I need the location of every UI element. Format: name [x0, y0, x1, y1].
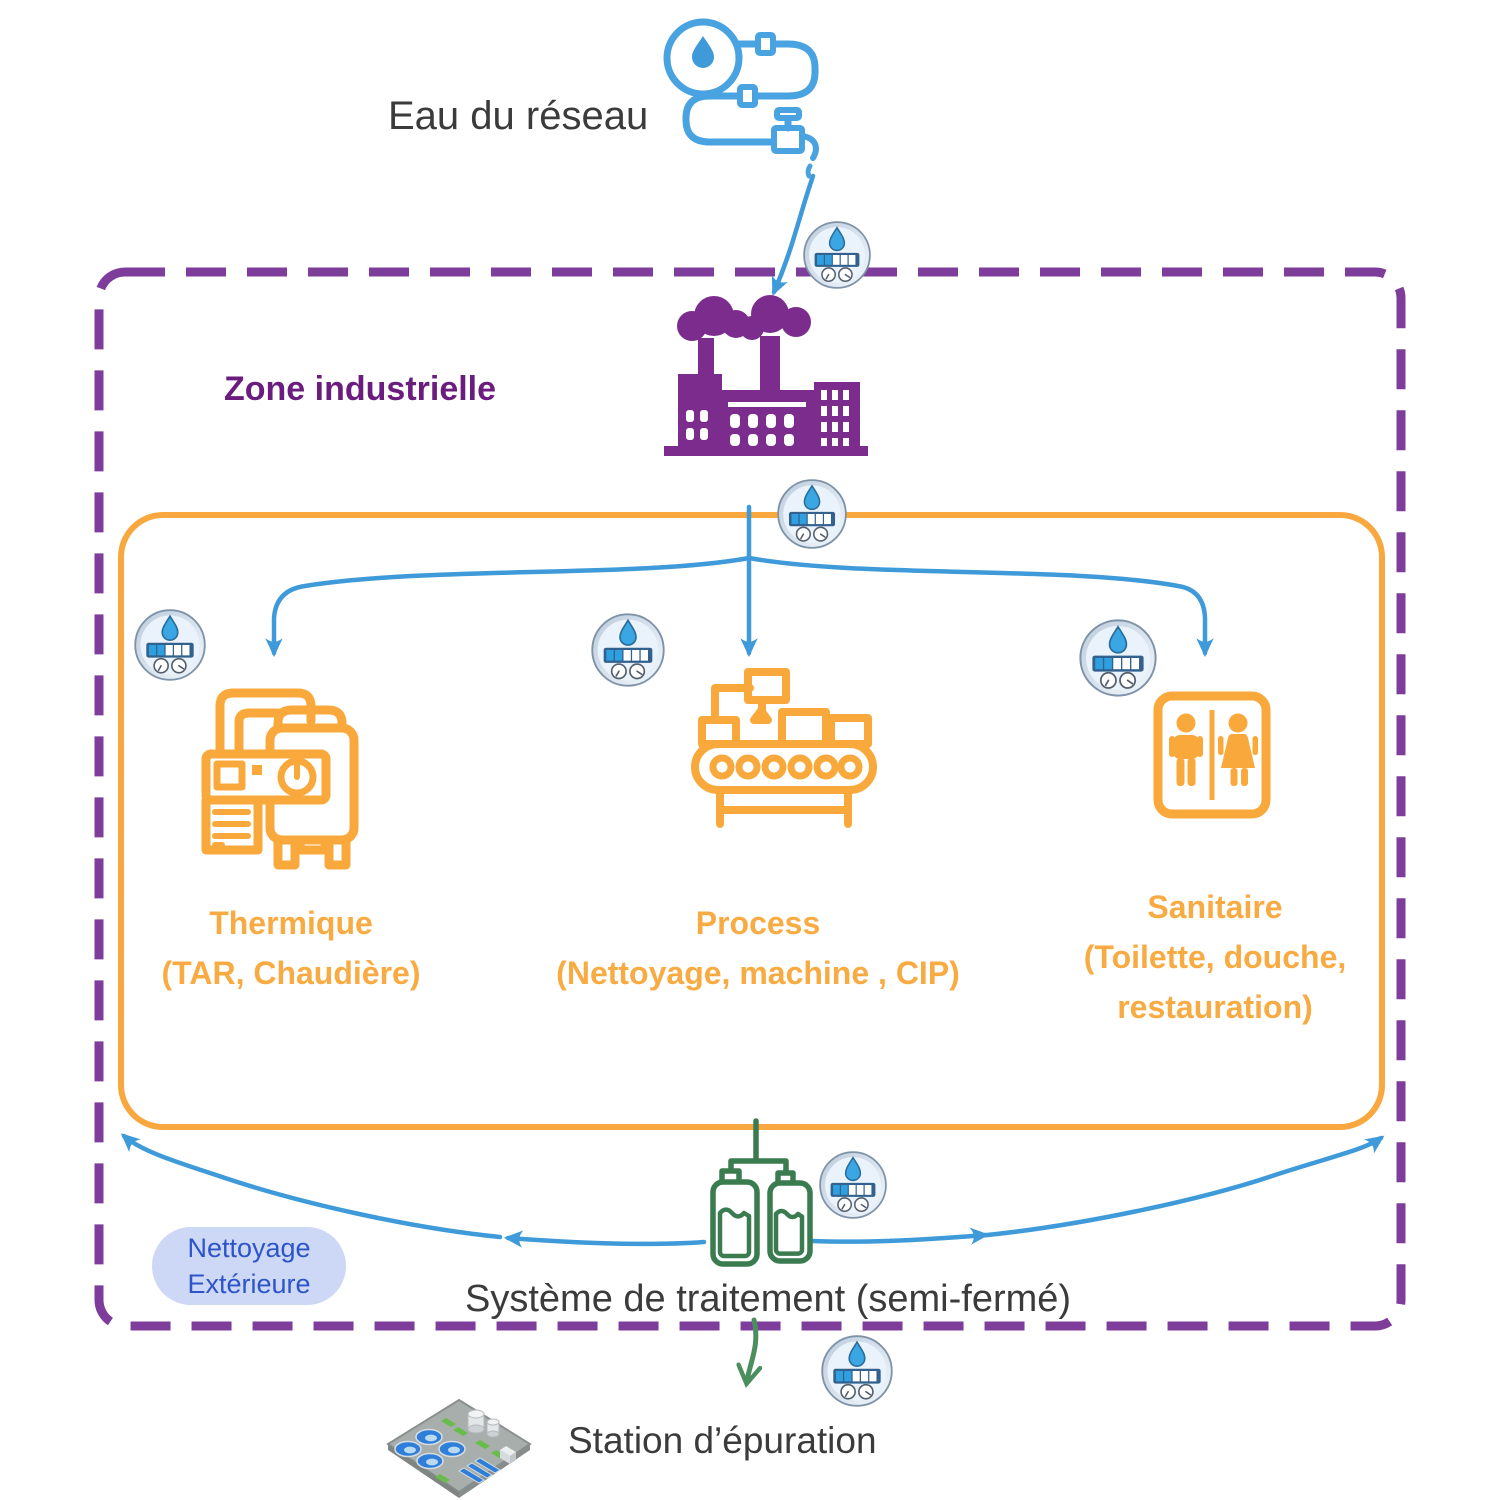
usage-title: Thermique — [209, 905, 373, 941]
arrow-treatment-return-right-2 — [975, 1135, 1385, 1239]
external-cleaning-badge: Nettoyage Extérieure — [152, 1227, 346, 1305]
arrow-treatment-return-right-1 — [809, 1227, 990, 1245]
zone-label: Zone industrielle — [224, 370, 497, 408]
usage-title: Process — [695, 905, 821, 941]
water-meter-icon — [803, 221, 871, 289]
usage-process-label: Process (Nettoyage, machine , CIP) — [543, 898, 973, 998]
conveyor-belt-icon — [691, 668, 877, 828]
arrow-to-sanitaire — [746, 555, 1214, 658]
station-label: Station d’épuration — [568, 1420, 877, 1461]
arrow-to-thermique — [265, 555, 752, 658]
usage-title: Sanitaire — [1147, 889, 1283, 925]
arrow-source-to-factory — [771, 173, 816, 296]
treatment-system-label: Système de traitement (semi-fermé) — [465, 1278, 1072, 1320]
usage-thermique-label: Thermique (TAR, Chaudière) — [130, 898, 452, 998]
arrow-treatment-return-left-2 — [120, 1133, 503, 1240]
arrow-treatment-return-left-1 — [503, 1230, 707, 1248]
water-meter-icon — [1079, 619, 1157, 697]
water-flow-arrows — [120, 173, 1385, 1248]
boiler-icon — [201, 688, 359, 870]
usage-subtitle: (Nettoyage, machine , CIP) — [556, 955, 960, 991]
usage-area-boundary — [118, 512, 1385, 1130]
zone-industrielle-boundary — [94, 267, 1406, 1331]
treatment-bottles-icon — [710, 1158, 813, 1267]
usage-subtitle: (Toilette, douche, restauration) — [1083, 939, 1347, 1025]
water-meter-icon — [134, 609, 206, 681]
usage-sanitaire-label: Sanitaire (Toilette, douche, restauratio… — [1047, 882, 1383, 1032]
restroom-sign-icon — [1153, 691, 1271, 819]
factory-icon — [664, 295, 868, 456]
water-meter-icon — [777, 479, 847, 549]
water-meter-icon — [821, 1335, 893, 1407]
source-label: Eau du réseau — [388, 94, 649, 138]
tap-water-pipe-icon — [663, 18, 819, 179]
water-meter-icon — [591, 613, 665, 687]
water-meter-icon — [819, 1151, 887, 1219]
wastewater-plant-icon — [386, 1398, 532, 1498]
treatment-flow-lines — [747, 1118, 756, 1381]
arrow-to-station — [747, 1317, 756, 1381]
usage-subtitle: (TAR, Chaudière) — [161, 955, 421, 991]
